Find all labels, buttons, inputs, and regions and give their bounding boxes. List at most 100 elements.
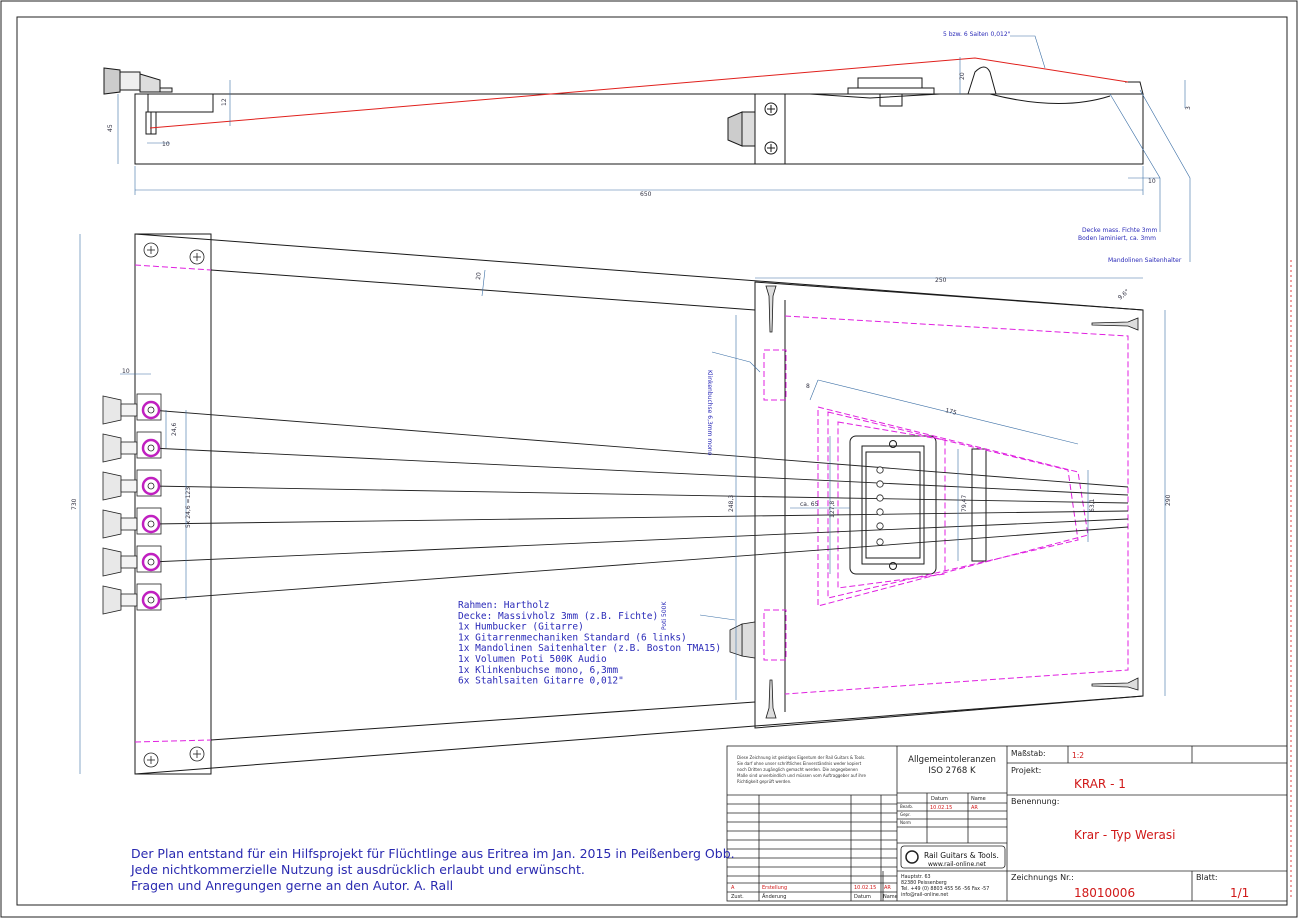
side-string-line bbox=[149, 57, 1129, 129]
dim-top-height: 730 bbox=[71, 498, 78, 510]
zust-label: Zust. bbox=[731, 894, 744, 900]
rev-date: 10.02.15 bbox=[854, 885, 876, 891]
parts-item: 1x Gitarrenmechaniken Standard (6 links) bbox=[458, 632, 687, 643]
tailpiece-label: Mandolinen Saitenhalter bbox=[1108, 257, 1182, 264]
top-label-2: Boden laminiert, ca. 3mm bbox=[1078, 235, 1156, 242]
parts-item: 1x Humbucker (Gitarre) bbox=[458, 622, 584, 633]
pole-4 bbox=[876, 508, 884, 516]
drawing-no-label: Zeichnungs Nr.: bbox=[1011, 873, 1074, 882]
aend-label: Änderung bbox=[762, 893, 786, 900]
dim-pickup-offset: ca. 65 bbox=[800, 501, 819, 508]
dim-right: 290 bbox=[1165, 494, 1172, 506]
side-body bbox=[134, 93, 1144, 165]
copyright-line: noch Dritten zugänglich gemacht werden. … bbox=[737, 767, 858, 772]
screw-4 bbox=[189, 746, 205, 762]
dim-neck: 12 bbox=[221, 98, 228, 106]
logo-icon bbox=[905, 850, 919, 864]
project-value: KRAR - 1 bbox=[1074, 777, 1126, 791]
tuner-6 bbox=[102, 583, 162, 615]
jack-label: Klinkenbuchse 6,3mm mono bbox=[706, 370, 713, 456]
bearb-name: AR bbox=[971, 805, 978, 811]
pole-2 bbox=[876, 480, 884, 488]
name2-label: Name bbox=[883, 894, 898, 900]
title-block bbox=[726, 745, 1288, 902]
project-note: Der Plan entstand für ein Hilfsprojekt f… bbox=[131, 846, 735, 894]
tolerance-2: ISO 2768 K bbox=[928, 766, 976, 776]
dim-pickup-h2: 79,47 bbox=[961, 495, 968, 512]
name-label: Name bbox=[971, 796, 986, 802]
dim-height: 45 bbox=[107, 124, 114, 132]
copyright-line: Sie darf ohne unser schriftliches Einver… bbox=[737, 761, 862, 766]
dim-inner: 248,3 bbox=[728, 495, 735, 512]
drawing-frame bbox=[16, 16, 1288, 906]
tuner-2 bbox=[102, 431, 162, 463]
copyright-line: Maße sind unverbindlich und müssen vom A… bbox=[737, 773, 867, 778]
copyright-line: Diese Zeichnung ist geistiges Eigentum d… bbox=[737, 755, 865, 760]
top-view bbox=[134, 233, 1144, 775]
address-line: Tel. +49 (0) 8803 455 56 -56 Fax -57 bbox=[900, 886, 989, 892]
dim-width: 250 bbox=[935, 277, 947, 284]
screw-3 bbox=[143, 752, 159, 768]
dim-tuner-offset: 10 bbox=[122, 368, 130, 375]
parts-item: 6x Stahlsaiten Gitarre 0,012" bbox=[458, 676, 624, 687]
note-line-2: Jede nichtkommerzielle Nutzung ist ausdr… bbox=[131, 862, 585, 877]
scale-value: 1:2 bbox=[1072, 751, 1084, 760]
dim-angle: 9,6° bbox=[1117, 288, 1131, 301]
tuner-5 bbox=[102, 545, 162, 577]
string-label: 5 bzw. 6 Saiten 0,012" bbox=[943, 31, 1011, 38]
screw-group bbox=[143, 242, 205, 768]
rev-name: AR bbox=[884, 885, 891, 891]
rev-text: Erstellung bbox=[762, 885, 787, 891]
pole-1 bbox=[876, 466, 884, 474]
dim-tuner-spacing-total: 5x 24,6 =123 bbox=[185, 487, 192, 528]
top-view-cutouts bbox=[134, 264, 1129, 743]
side-view bbox=[103, 66, 1144, 165]
bearb-label: Bearb. bbox=[900, 804, 913, 809]
sheet-label: Blatt: bbox=[1196, 873, 1218, 882]
dim-175: 175 bbox=[945, 407, 958, 417]
dim-tuner-spacing: 24,6 bbox=[171, 422, 178, 436]
pole-3 bbox=[876, 494, 884, 502]
note-line-1: Der Plan entstand für ein Hilfsprojekt f… bbox=[131, 846, 735, 861]
name-title-label: Benennung: bbox=[1011, 797, 1059, 806]
top-label-1: Decke mass. Fichte 3mm bbox=[1082, 227, 1157, 234]
note-line-3: Fragen und Anregungen gerne an den Autor… bbox=[131, 878, 454, 893]
tuner-4 bbox=[102, 507, 162, 539]
poti-knob bbox=[729, 621, 756, 659]
pole-6 bbox=[876, 538, 884, 546]
top-dimensions bbox=[79, 234, 1166, 774]
title-block-text: Diese Zeichnung ist geistiges Eigentum d… bbox=[731, 749, 1249, 900]
screw-2 bbox=[189, 249, 205, 265]
dim-bridge-width: 63,1 bbox=[1089, 498, 1096, 512]
gepr-label: Gepr. bbox=[900, 812, 911, 817]
sheet-value: 1/1 bbox=[1230, 886, 1249, 900]
rev-index: A bbox=[731, 885, 735, 891]
side-dimensions bbox=[117, 35, 1191, 262]
address-line: Hauptstr. 63 bbox=[901, 874, 931, 880]
name-title-value: Krar - Typ Werasi bbox=[1074, 828, 1175, 842]
pole-5 bbox=[876, 522, 884, 530]
dim-pickup-h1: 127,8 bbox=[829, 501, 836, 518]
project-label: Projekt: bbox=[1011, 766, 1041, 775]
datum-label: Datum bbox=[931, 796, 948, 802]
dim-tail: 3 bbox=[1185, 106, 1192, 110]
company-web: www.rail-online.net bbox=[928, 861, 987, 868]
dim-end: 10 bbox=[1148, 178, 1156, 185]
parts-item: Rahmen: Hartholz bbox=[458, 600, 550, 611]
parts-item: 1x Mandolinen Saitenhalter (z.B. Boston … bbox=[458, 643, 721, 654]
address-line: 82380 Peissenberg bbox=[901, 880, 947, 886]
address-line: info@rail-online.net bbox=[901, 892, 948, 898]
datum2-label: Datum bbox=[854, 894, 871, 900]
tuner-3 bbox=[102, 469, 162, 501]
dim-bar: 20 bbox=[475, 272, 483, 280]
poti-label: Poti 500K bbox=[661, 601, 668, 630]
copyright-line: Richtigkeit geprüft werden. bbox=[737, 779, 791, 784]
dim-bridge: 20 bbox=[959, 72, 966, 80]
top-strings bbox=[150, 409, 1129, 601]
dim-gap: 8 bbox=[806, 383, 810, 390]
dim-pin: 10 bbox=[162, 141, 170, 148]
tolerance-1: Allgemeintoleranzen bbox=[908, 755, 996, 765]
pickup-poles bbox=[876, 466, 884, 546]
